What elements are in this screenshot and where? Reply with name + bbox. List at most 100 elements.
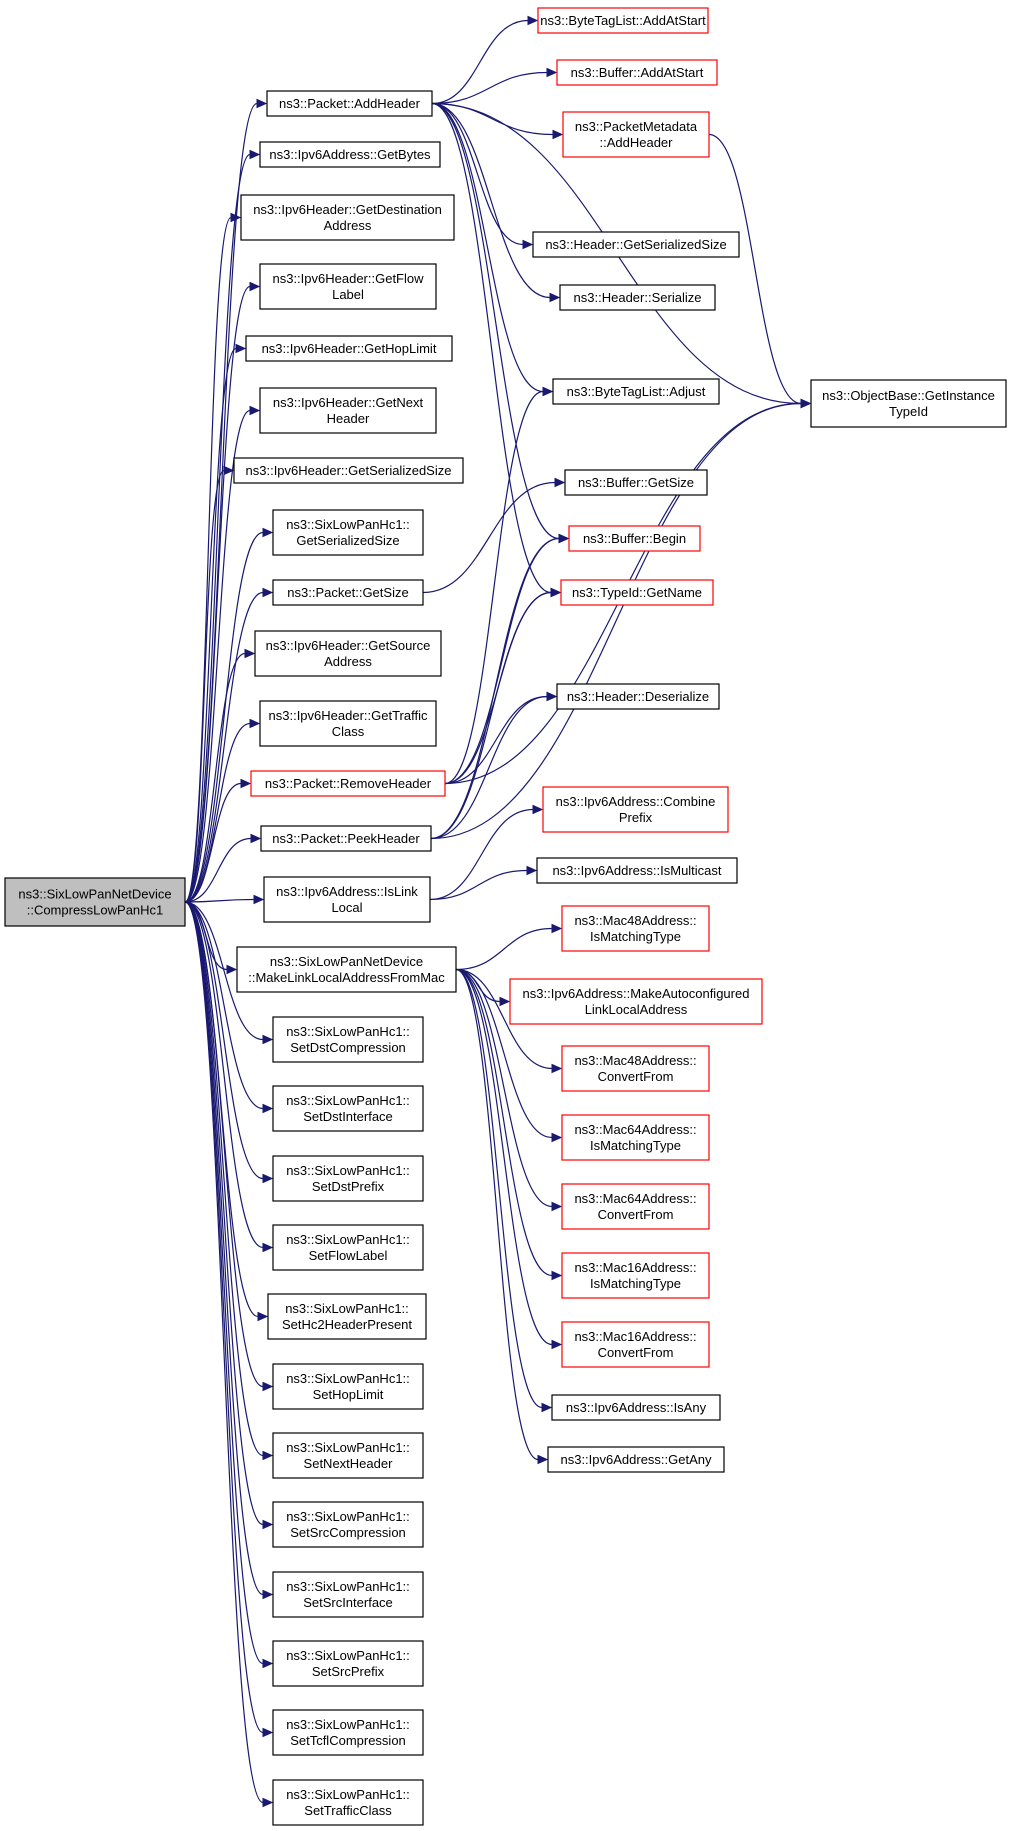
node-set-next[interactable]: ns3::SixLowPanHc1::SetNextHeader [272, 1432, 424, 1479]
node-is-multicast[interactable]: ns3::Ipv6Address::IsMulticast [536, 857, 738, 884]
node-get-any[interactable]: ns3::Ipv6Address::GetAny [547, 1446, 725, 1473]
node-mac16-conv[interactable]: ns3::Mac16Address::ConvertFrom [561, 1321, 710, 1368]
edge-root-to-get-ser-hc1 [184, 531, 264, 903]
node-mac48-conv[interactable]: ns3::Mac48Address::ConvertFrom [561, 1045, 710, 1092]
node-set-dst-if[interactable]: ns3::SixLowPanHc1::SetDstInterface [272, 1085, 424, 1132]
node-set-src-pre[interactable]: ns3::SixLowPanHc1::SetSrcPrefix [272, 1640, 424, 1687]
node-mac64-is-match[interactable]: ns3::Mac64Address::IsMatchingType [561, 1114, 710, 1161]
node-box [272, 1432, 424, 1479]
node-label-line: ns3::Header::GetSerializedSize [545, 237, 726, 252]
node-make-ll[interactable]: ns3::SixLowPanNetDevice::MakeLinkLocalAd… [236, 946, 457, 993]
node-label-line: ns3::SixLowPanHc1:: [286, 1163, 410, 1178]
node-pkt-get-size[interactable]: ns3::Packet::GetSize [272, 579, 424, 606]
node-buf-add-at-start[interactable]: ns3::Buffer::AddAtStart [556, 59, 718, 86]
edge-root-to-set-src-comp [184, 901, 264, 1526]
node-label-line: ns3::Header::Serialize [574, 290, 702, 305]
node-box [233, 457, 464, 484]
arrow-head-icon [235, 343, 247, 354]
node-buf-get-size[interactable]: ns3::Buffer::GetSize [564, 469, 708, 496]
node-label-line: ns3::Ipv6Address::GetAny [560, 1452, 712, 1467]
node-is-any[interactable]: ns3::Ipv6Address::IsAny [551, 1394, 721, 1421]
node-set-flow[interactable]: ns3::SixLowPanHc1::SetFlowLabel [272, 1224, 424, 1271]
edge-make-ll-to-mac16-is-match [455, 968, 553, 1277]
node-get-hop[interactable]: ns3::Ipv6Header::GetHopLimit [245, 335, 453, 362]
node-type-id-get-name[interactable]: ns3::TypeId::GetName [560, 579, 714, 606]
node-remove-header[interactable]: ns3::Packet::RemoveHeader [250, 770, 446, 797]
node-pm-add-header[interactable]: ns3::PacketMetadata::AddHeader [562, 111, 710, 158]
node-set-dst-comp[interactable]: ns3::SixLowPanHc1::SetDstCompression [272, 1016, 424, 1063]
edge-root-to-set-flow [184, 901, 264, 1249]
node-label-line: ns3::Packet::PeekHeader [272, 831, 420, 846]
node-label-line: ns3::SixLowPanHc1:: [286, 1509, 410, 1524]
node-box [272, 1640, 424, 1687]
edge-add-header-to-buf-begin [431, 102, 560, 540]
node-box [551, 1394, 721, 1421]
node-set-tcfl[interactable]: ns3::SixLowPanHc1::SetTcflCompression [272, 1709, 424, 1756]
arrow-head-icon [551, 1063, 563, 1074]
node-btl-add-at-start[interactable]: ns3::ByteTagList::AddAtStart [537, 7, 709, 34]
node-label-line: ::AddHeader [600, 135, 674, 150]
node-peek-header[interactable]: ns3::Packet::PeekHeader [260, 825, 432, 852]
node-label-line: ns3::Packet::AddHeader [279, 96, 421, 111]
node-hdr-serialize[interactable]: ns3::Header::Serialize [559, 284, 716, 311]
node-set-dst-pre[interactable]: ns3::SixLowPanHc1::SetDstPrefix [272, 1155, 424, 1202]
node-label-line: ns3::PacketMetadata [575, 119, 698, 134]
node-label-line: GetSerializedSize [296, 533, 399, 548]
node-box [272, 1085, 424, 1132]
node-hdr-get-ser[interactable]: ns3::Header::GetSerializedSize [532, 231, 740, 258]
node-add-header[interactable]: ns3::Packet::AddHeader [266, 90, 433, 117]
node-mac64-conv[interactable]: ns3::Mac64Address::ConvertFrom [561, 1183, 710, 1230]
edge-make-ll-to-mac16-conv [455, 968, 553, 1346]
node-set-traffic[interactable]: ns3::SixLowPanHc1::SetTrafficClass [272, 1779, 424, 1826]
node-label-line: SetFlowLabel [309, 1248, 388, 1263]
node-box [272, 1224, 424, 1271]
node-label-line: ns3::SixLowPanHc1:: [286, 1371, 410, 1386]
node-get-bytes[interactable]: ns3::Ipv6Address::GetBytes [259, 141, 441, 168]
node-get-ser-hc1[interactable]: ns3::SixLowPanHc1::GetSerializedSize [272, 509, 424, 556]
node-mac16-is-match[interactable]: ns3::Mac16Address::IsMatchingType [561, 1252, 710, 1299]
node-set-src-if[interactable]: ns3::SixLowPanHc1::SetSrcInterface [272, 1571, 424, 1618]
node-label-line: ns3::ByteTagList::Adjust [567, 384, 706, 399]
edge-make-ll-to-mac48-is-match [455, 927, 553, 971]
node-box [267, 1293, 427, 1340]
node-label-line: ConvertFrom [598, 1069, 674, 1084]
arrow-head-icon [262, 1381, 274, 1392]
edges-layer [184, 15, 812, 1808]
node-label-line: SetTcflCompression [290, 1733, 406, 1748]
node-box [542, 786, 729, 833]
node-mac48-is-match[interactable]: ns3::Mac48Address::IsMatchingType [561, 905, 710, 952]
node-label-line: SetHc2HeaderPresent [282, 1317, 412, 1332]
node-label-line: IsMatchingType [590, 1138, 681, 1153]
node-label-line: Address [324, 218, 372, 233]
node-box [272, 1016, 424, 1063]
node-get-ser-ipv6[interactable]: ns3::Ipv6Header::GetSerializedSize [233, 457, 464, 484]
node-label-line: ns3::Ipv6Address::GetBytes [269, 147, 431, 162]
node-box [260, 825, 432, 852]
arrow-head-icon [262, 1173, 274, 1184]
node-set-src-comp[interactable]: ns3::SixLowPanHc1::SetSrcCompression [272, 1501, 424, 1548]
node-box [537, 7, 709, 34]
node-label-line: ns3::SixLowPanHc1:: [286, 1648, 410, 1663]
node-set-hop[interactable]: ns3::SixLowPanHc1::SetHopLimit [272, 1363, 424, 1410]
node-label-line: ns3::Ipv6Address::IsAny [566, 1400, 707, 1415]
node-label-line: ns3::Ipv6Header::GetFlow [272, 271, 424, 286]
node-btl-adjust[interactable]: ns3::ByteTagList::Adjust [552, 378, 720, 405]
node-label-line: ns3::ObjectBase::GetInstance [822, 388, 995, 403]
arrow-head-icon [230, 212, 242, 223]
node-make-auto-ll[interactable]: ns3::Ipv6Address::MakeAutoconfiguredLink… [509, 978, 763, 1025]
arrow-head-icon [551, 1270, 563, 1281]
node-box [559, 284, 716, 311]
node-box [272, 1155, 424, 1202]
node-label-line: ns3::SixLowPanHc1:: [286, 1232, 410, 1247]
node-buf-begin[interactable]: ns3::Buffer::Begin [568, 525, 701, 552]
node-hdr-deserialize[interactable]: ns3::Header::Deserialize [556, 683, 720, 710]
node-set-hc2[interactable]: ns3::SixLowPanHc1::SetHc2HeaderPresent [267, 1293, 427, 1340]
